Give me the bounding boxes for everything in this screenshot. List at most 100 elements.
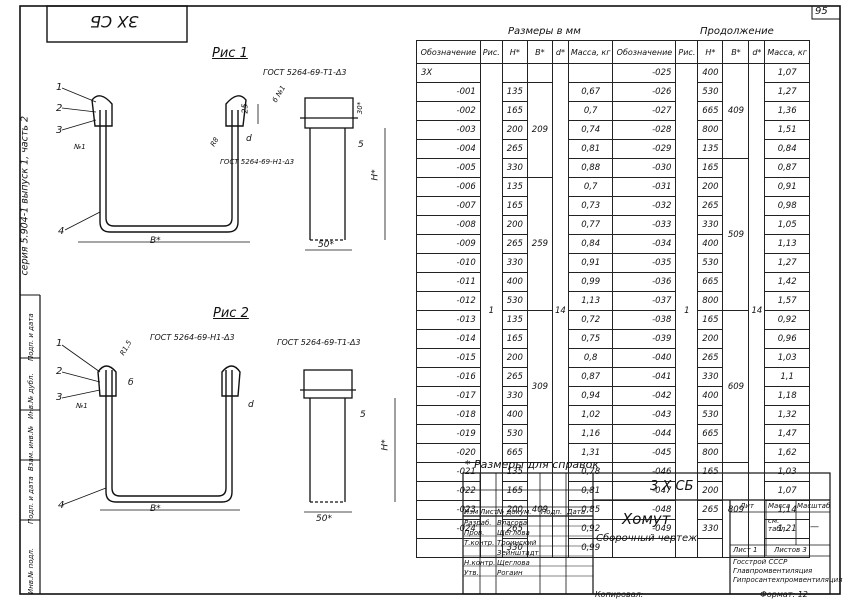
cell-h: 265 bbox=[501, 234, 528, 254]
tb-role: Пров. bbox=[464, 529, 485, 537]
page-number: 95 bbox=[815, 6, 828, 17]
dimensions-table: Обозначение Рис. H* B* d* Масса, кг Обоз… bbox=[416, 40, 810, 558]
cell-designation: -041 bbox=[612, 367, 677, 387]
cell-b bbox=[526, 63, 553, 83]
cell-designation: -010 bbox=[416, 253, 481, 273]
fig2-dim-H: H* bbox=[380, 439, 391, 451]
col-d-2: d* bbox=[748, 40, 766, 64]
cell-mass: 0,77 bbox=[567, 215, 614, 235]
reference-note: * Размеры для справок bbox=[465, 458, 600, 471]
tb-litera: Лит bbox=[740, 502, 754, 510]
cell-h: 400 bbox=[697, 63, 724, 83]
col-designation: Обозначение bbox=[416, 40, 481, 64]
fig2-gost-right: ГОСТ 5264-69-Т1-Δ3 bbox=[277, 338, 361, 347]
cell-mass: 1,42 bbox=[764, 272, 810, 292]
cell-designation: -044 bbox=[612, 424, 677, 444]
tb-head-col: Лист bbox=[480, 508, 498, 516]
table-caption-right: Продолжение bbox=[700, 26, 774, 37]
fig1-dim-n1: №1 bbox=[74, 143, 86, 151]
cell-b: 309 bbox=[526, 310, 553, 463]
cell-mass: 1,57 bbox=[764, 291, 810, 311]
stamp-designation: ЗХ СБ bbox=[90, 12, 139, 31]
tb-role: Т.контр. bbox=[464, 539, 495, 547]
fig1-dim-30: 30* bbox=[356, 101, 365, 115]
cell-h: 800 bbox=[697, 291, 724, 311]
cell-mass: 0,99 bbox=[567, 272, 614, 292]
fig2-dim-50: 50* bbox=[316, 514, 332, 524]
fig2-pos-3: 3 bbox=[56, 392, 63, 403]
cell-designation: -018 bbox=[416, 405, 481, 425]
fig1-gost-top: ГОСТ 5264-69-Т1-Δ3 bbox=[263, 68, 347, 77]
fig2-dim-d: d bbox=[248, 400, 254, 410]
cell-mass: 0,92 bbox=[764, 310, 810, 330]
cell-b: 209 bbox=[526, 82, 553, 178]
tb-role: Утв. bbox=[464, 569, 479, 577]
cell-h: 665 bbox=[697, 272, 724, 292]
table-caption: Размеры в мм bbox=[508, 26, 581, 37]
cell-h: 330 bbox=[501, 386, 528, 406]
cell-mass: 1,51 bbox=[764, 120, 810, 140]
fig2-gost-left: ГОСТ 5264-69-Н1-Δ3 bbox=[150, 333, 235, 342]
cell-designation: -008 bbox=[416, 215, 481, 235]
cell-mass: 1,02 bbox=[567, 405, 614, 425]
tb-sheet: Лист 1 bbox=[733, 546, 758, 554]
cell-fig: 1 bbox=[479, 63, 503, 558]
cell-h: 135 bbox=[501, 177, 528, 197]
cell-b: 409 bbox=[526, 462, 553, 558]
cell-mass: 1,36 bbox=[764, 101, 810, 121]
cell-h: 530 bbox=[697, 82, 724, 102]
tb-head-col: № докум. bbox=[497, 508, 532, 516]
cell-mass: 1,32 bbox=[764, 405, 810, 425]
cell-h: 665 bbox=[697, 101, 724, 121]
cell-mass: 0,75 bbox=[567, 329, 614, 349]
fig2-pos-2: 2 bbox=[56, 366, 63, 377]
cell-designation: -013 bbox=[416, 310, 481, 330]
cell-h: 265 bbox=[501, 139, 528, 159]
fig2-dim-B: B* bbox=[150, 504, 161, 514]
cell-designation: -038 bbox=[612, 310, 677, 330]
cell-mass: 1,07 bbox=[764, 481, 810, 501]
cell-mass: 1,13 bbox=[567, 291, 614, 311]
cell-h: 330 bbox=[697, 367, 724, 387]
tb-person-name: Троинский bbox=[497, 539, 537, 547]
cell-h: 330 bbox=[501, 538, 528, 558]
cell-h: 135 bbox=[501, 82, 528, 102]
tb-org: Госстрой СССР Главпромвентиляция Гипроса… bbox=[733, 558, 843, 584]
col-d: d* bbox=[551, 40, 569, 64]
fig1-dim-5: 5 bbox=[358, 140, 364, 150]
fig1-dim-B: B* bbox=[150, 236, 161, 246]
cell-designation: -005 bbox=[416, 158, 481, 178]
cell-designation: -016 bbox=[416, 367, 481, 387]
cell-mass: 1,16 bbox=[567, 424, 614, 444]
cell-h: 665 bbox=[697, 424, 724, 444]
cell-h: 135 bbox=[501, 310, 528, 330]
cell-mass bbox=[764, 538, 810, 558]
cell-designation: -045 bbox=[612, 443, 677, 463]
tb-sheets: Листов 3 bbox=[774, 546, 807, 554]
cell-designation: -035 bbox=[612, 253, 677, 273]
fig2-front-view bbox=[97, 365, 241, 511]
cell-designation: -017 bbox=[416, 386, 481, 406]
cell-h: 165 bbox=[697, 310, 724, 330]
cell-b: 509 bbox=[722, 158, 750, 311]
fig1-pos-4: 4 bbox=[58, 226, 65, 237]
cell-designation: -037 bbox=[612, 291, 677, 311]
cell-designation: -002 bbox=[416, 101, 481, 121]
cell-b: 409 bbox=[722, 63, 750, 159]
fig1-front-view bbox=[78, 95, 259, 243]
cell-h: 200 bbox=[501, 215, 528, 235]
tb-head-col: Подп. bbox=[541, 508, 563, 516]
cell-mass: 0,8 bbox=[567, 348, 614, 368]
tb-person-name: Щеглова bbox=[497, 529, 530, 537]
tb-mass-value: см. табл. bbox=[768, 517, 788, 533]
cell-h bbox=[697, 538, 724, 558]
fig2-dim-b: б bbox=[128, 378, 134, 388]
cell-designation: -007 bbox=[416, 196, 481, 216]
